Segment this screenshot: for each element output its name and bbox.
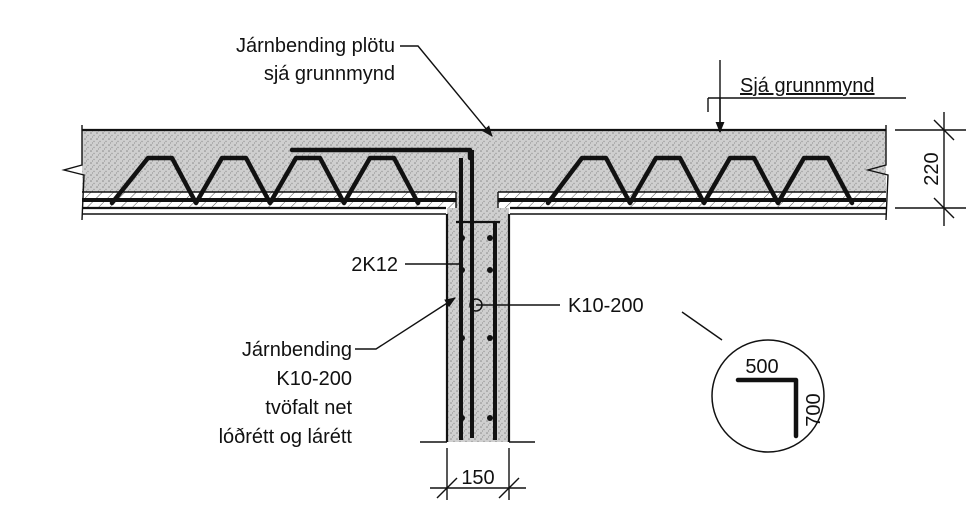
wall-thickness-value: 150	[461, 467, 494, 489]
bend-detail-leader	[681, 311, 723, 341]
slab-rebar-label-line2: sjá grunnmynd	[264, 63, 395, 85]
wall-rebar-leader	[355, 297, 456, 350]
wall-rebar-label-line3: tvöfalt net	[265, 397, 352, 419]
bend-leg-vertical: 700	[803, 393, 825, 426]
stirrup-label: K10-200	[568, 295, 644, 317]
slab-thickness-value: 220	[921, 152, 943, 185]
lattice-girders-right	[545, 155, 855, 206]
wall	[420, 150, 535, 443]
lattice-girders-left	[109, 155, 421, 206]
wall-rebar-label-line2: K10-200	[276, 368, 352, 390]
slab-rebar-label-line1: Járnbending plötu	[236, 35, 395, 57]
slab-rebar-leader	[400, 45, 493, 137]
bend-detail	[711, 339, 825, 453]
wall-rebar-label-line1: Járnbending	[242, 339, 352, 361]
see-plan-callout	[707, 60, 906, 134]
slab-thickness-dimension	[895, 112, 966, 226]
see-plan-label: Sjá grunnmynd	[740, 75, 875, 97]
bend-leg-horizontal: 500	[745, 356, 778, 378]
slab	[61, 125, 889, 221]
wall-thickness-dimension	[430, 448, 526, 500]
bars-2k12-label: 2K12	[351, 254, 398, 276]
wall-rebar-label-line4: lóðrétt og lárétt	[219, 426, 353, 448]
